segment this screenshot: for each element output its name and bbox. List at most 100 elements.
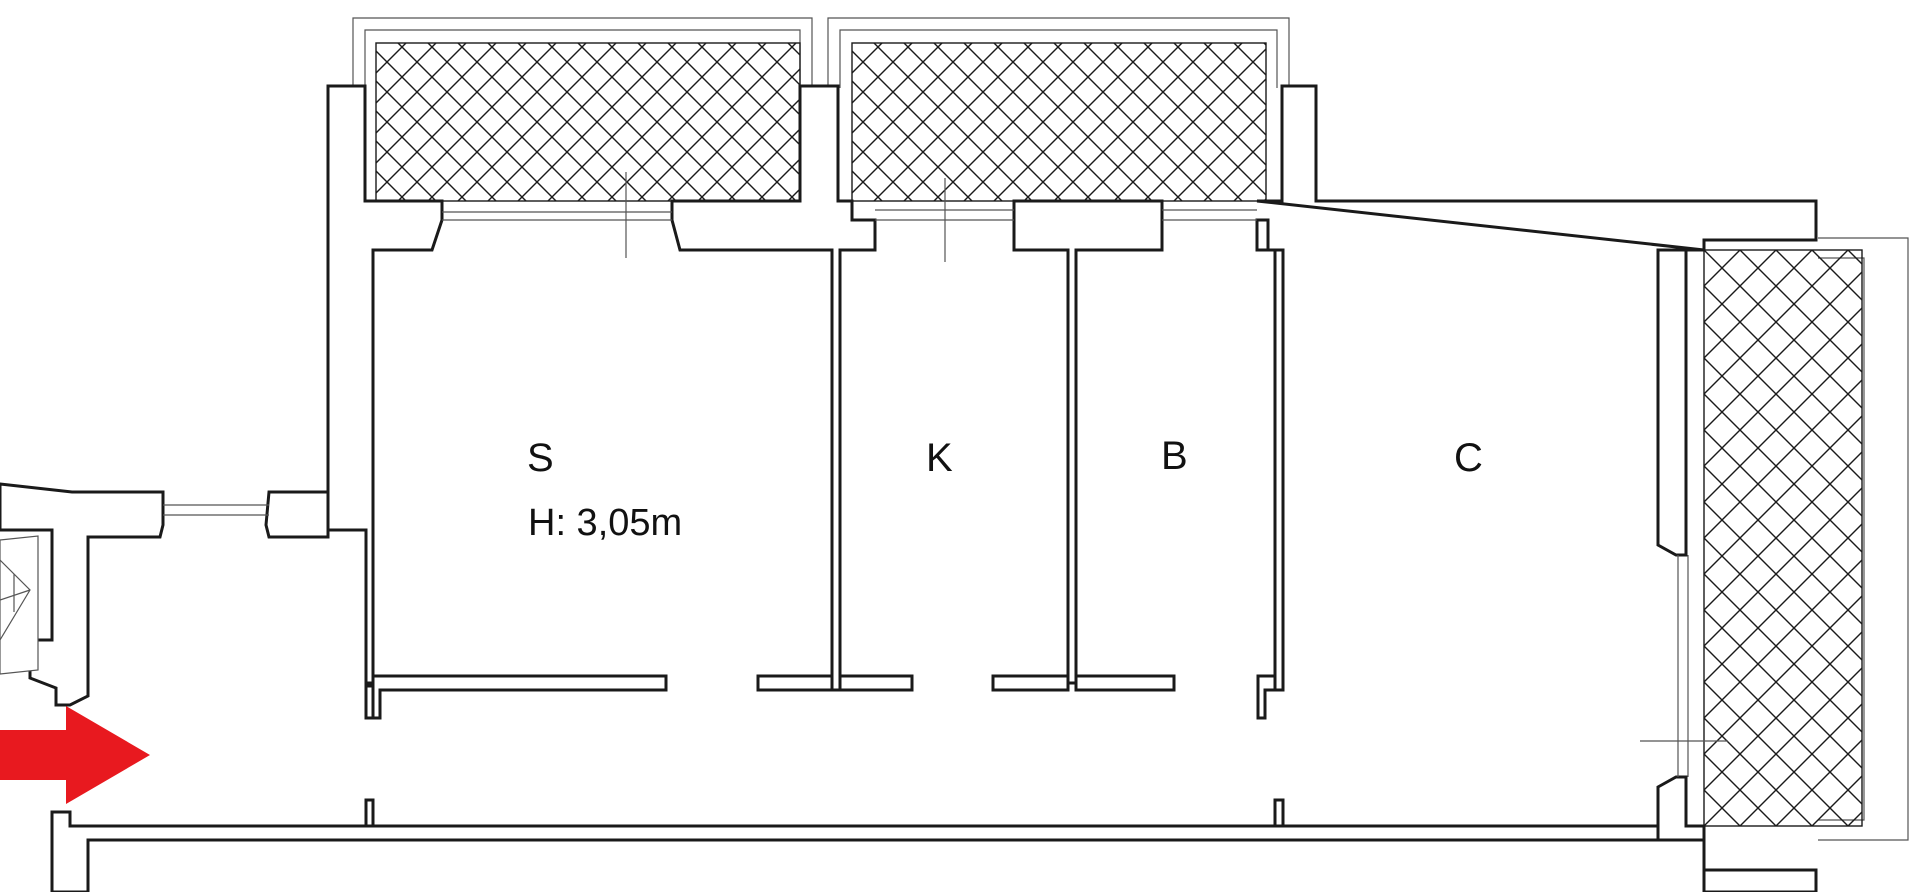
hatch-line xyxy=(1023,43,1183,201)
hatch-line xyxy=(577,43,737,201)
room-label-s: S xyxy=(527,436,554,480)
entrance-arrow-icon xyxy=(0,706,150,804)
hatch-line xyxy=(1704,717,1813,826)
hatch-line xyxy=(1704,753,1777,826)
hatch-line xyxy=(376,43,407,74)
hatch-line xyxy=(1811,775,1862,826)
hatch-line xyxy=(1324,43,1482,201)
hatch-line xyxy=(852,43,913,104)
windows xyxy=(163,172,1728,777)
hatch-line xyxy=(963,43,1123,201)
hatch-line xyxy=(1704,487,1862,647)
hatch-line xyxy=(1704,681,1849,826)
hatch-line xyxy=(1704,451,1862,611)
hatch-line xyxy=(547,43,707,201)
hatch-line xyxy=(1739,703,1862,826)
hatch-line xyxy=(1173,108,1266,201)
hatch-line xyxy=(1704,789,1741,826)
hatch-line xyxy=(1704,609,1862,769)
hatch-line xyxy=(1884,250,1920,826)
hatch-line xyxy=(1203,43,1266,106)
hatch-line xyxy=(852,140,913,201)
hatch-line xyxy=(1704,645,1862,805)
hatch-line xyxy=(1704,250,1741,287)
hatch-line xyxy=(1704,250,1705,251)
hatch-line xyxy=(487,43,647,201)
hatch-line xyxy=(1704,631,1862,791)
hatch-line xyxy=(1083,43,1243,201)
interior-partitions xyxy=(364,674,1285,828)
hatch-line xyxy=(727,43,800,116)
hatch-line xyxy=(1354,43,1512,201)
hatch-line xyxy=(457,43,617,201)
hatch-line xyxy=(1384,43,1542,201)
hatch-line xyxy=(873,43,1033,201)
hatch-line xyxy=(757,158,800,201)
hatch-line xyxy=(1203,138,1266,201)
hatch-line xyxy=(852,170,883,201)
hatch-line xyxy=(397,43,557,201)
hatch-line xyxy=(1414,43,1572,201)
hatch-line xyxy=(1704,429,1862,589)
hatch-line xyxy=(903,43,1063,201)
hatch-line xyxy=(1704,357,1862,517)
hatch-line xyxy=(1294,43,1452,201)
room-label-c: C xyxy=(1454,436,1483,480)
hatch-line xyxy=(607,43,767,201)
hatch-line xyxy=(1704,285,1862,445)
hatch-line xyxy=(852,43,1003,194)
room-label-b: B xyxy=(1161,434,1188,478)
hatch-line xyxy=(993,43,1153,201)
hatch-line xyxy=(1704,250,1862,409)
terrace-right xyxy=(1703,237,1920,841)
hatch-line xyxy=(1233,43,1266,76)
hatch-line xyxy=(517,43,677,201)
hatch-line xyxy=(1233,168,1266,201)
hatch-line xyxy=(757,43,800,86)
hatch-line xyxy=(376,170,407,201)
hatch-line xyxy=(1704,825,1705,826)
ceiling-height-label: H: 3,05m xyxy=(528,502,682,544)
hatch-line xyxy=(1704,250,1849,395)
hatch-line xyxy=(1704,559,1862,719)
hatch-line xyxy=(852,43,883,74)
hatch-line xyxy=(1704,573,1862,733)
hatch-line xyxy=(1354,43,1512,201)
hatch-line xyxy=(427,43,587,201)
hatch-line xyxy=(1704,343,1862,503)
hatch-line xyxy=(1384,43,1542,201)
hatch-line xyxy=(1884,250,1920,826)
hatch-line xyxy=(852,43,973,164)
hatch-line xyxy=(1847,250,1862,265)
hatch-line xyxy=(1053,43,1213,201)
hatch-line xyxy=(852,43,943,134)
hatch-line xyxy=(727,128,800,201)
hatch-line xyxy=(376,140,437,201)
hatch-line xyxy=(376,43,497,164)
hatch-line xyxy=(376,43,467,134)
hatch-line xyxy=(1704,250,1777,323)
hatch-line xyxy=(1847,811,1862,826)
hatch-line xyxy=(376,43,437,104)
hatch-line xyxy=(1811,250,1862,301)
hatch-line xyxy=(1294,43,1452,201)
hatch-line xyxy=(1414,43,1572,201)
hatch-line xyxy=(1324,43,1482,201)
hatch-line xyxy=(376,43,527,194)
terrace-top-right xyxy=(827,17,1572,202)
hatch-line xyxy=(1739,250,1862,373)
hatch-line xyxy=(1704,523,1862,683)
hatch-line xyxy=(1704,307,1862,467)
hatch-line xyxy=(1143,78,1266,201)
hatch-line xyxy=(697,98,800,201)
hatch-line xyxy=(1704,250,1813,359)
stair-symbol xyxy=(0,535,39,675)
hatch-line xyxy=(1704,321,1862,481)
hatch-line xyxy=(1704,667,1862,826)
hatch-line xyxy=(1113,48,1266,201)
hatch-line xyxy=(1704,415,1862,575)
hatch-line xyxy=(1704,271,1862,431)
room-label-k: K xyxy=(926,436,953,480)
terrace-top-left xyxy=(352,17,813,202)
